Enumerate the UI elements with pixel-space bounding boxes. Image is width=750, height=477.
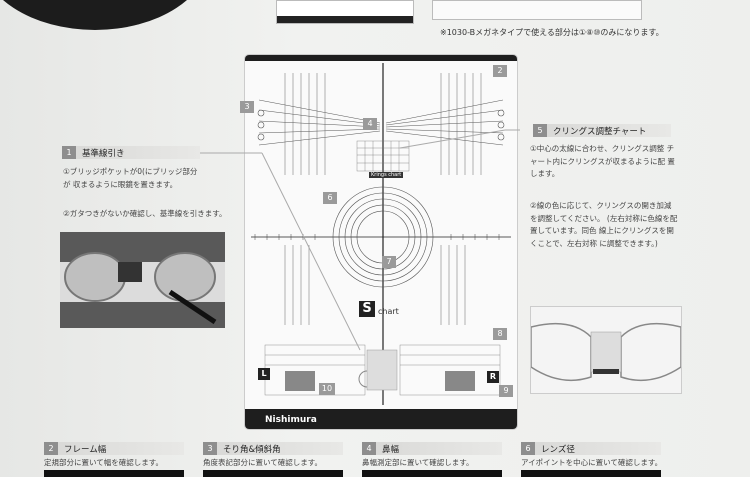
badge-8: 8 <box>493 328 507 340</box>
right-mark: R <box>487 371 499 383</box>
ruler-thumbnail-1 <box>276 0 414 24</box>
badge-7: 7 <box>382 256 396 268</box>
s-chart-text: chart <box>378 307 399 316</box>
section-2-title: フレーム幅 <box>64 444 107 455</box>
s-chart-logo: S <box>359 301 375 317</box>
badge-9: 9 <box>499 385 513 397</box>
section-6-number: 6 <box>521 442 535 455</box>
s-chart-card: Krings chart S chart L R 2 4 6 7 8 9 10 … <box>245 55 517 429</box>
badge-3: 3 <box>240 101 254 113</box>
section-6-image <box>521 470 661 477</box>
section-1-text-2: ②ガタつきがないか確認し、基準線を引きます。 <box>63 209 227 218</box>
section-5-title: クリングス調整チャート <box>553 126 647 137</box>
section-3-label: 3 そり角&傾斜角 <box>203 442 343 455</box>
card-top-band <box>245 55 517 61</box>
section-1-text-1: ①ブリッジポケットが0(にブリッジ部分が 収まるように眼鏡を置きます。 <box>63 167 198 189</box>
card-bottom-band: Nishimura <box>245 409 517 429</box>
brand-name: Nishimura <box>265 415 317 425</box>
glasses-photo-graphic <box>60 252 225 325</box>
section-4-label: 4 鼻幅 <box>362 442 502 455</box>
section-1-label: 1 基準線引き <box>62 146 200 159</box>
krings-photo-graphic <box>531 322 681 382</box>
section-4-title: 鼻幅 <box>382 444 400 455</box>
section-3-number: 3 <box>203 442 217 455</box>
badge-4: 4 <box>363 118 377 130</box>
section-2-image <box>44 470 184 477</box>
section-3-text: 角度表記部分に置いて確認します。 <box>203 458 323 467</box>
section-5-text-1: ①中心の太線に合わせ、クリングス調整 チャート内にクリングスが収まるように配 置… <box>530 144 675 178</box>
section-5-number: 5 <box>533 124 547 137</box>
section-6-text: アイポイントを中心に置いて確認します。 <box>521 458 663 467</box>
section-3-image <box>203 470 343 477</box>
section-1-title: 基準線引き <box>82 148 125 159</box>
section-6-label: 6 レンズ径 <box>521 442 661 455</box>
section-3-title: そり角&傾斜角 <box>223 444 281 455</box>
section-1-photo <box>60 232 225 328</box>
section-5-text-2: ②線の色に応じて、クリングスの開き加減 を調整してください。 (左右対称に色線を… <box>530 201 678 248</box>
section-2-text: 定規部分に置いて幅を確認します。 <box>44 458 164 467</box>
section-4-text: 鼻幅測定部に置いて確認します。 <box>362 458 474 467</box>
krings-chart-label: Krings chart <box>369 172 404 178</box>
section-6-title: レンズ径 <box>541 444 575 455</box>
top-note: ※1030-Bメガネタイプで使える部分は①⑧⑩のみになります。 <box>440 28 664 37</box>
section-5-label: 5 クリングス調整チャート <box>533 124 671 137</box>
badge-10: 10 <box>319 383 335 395</box>
dark-disc-graphic <box>0 0 210 30</box>
section-4-number: 4 <box>362 442 376 455</box>
left-mark: L <box>258 368 270 380</box>
ruler-thumbnail-2 <box>432 0 642 20</box>
badge-2: 2 <box>493 65 507 77</box>
section-2-number: 2 <box>44 442 58 455</box>
section-5-photo <box>530 306 682 394</box>
chart-graphics <box>251 63 511 405</box>
badge-6: 6 <box>323 192 337 204</box>
section-2-label: 2 フレーム幅 <box>44 442 184 455</box>
section-1-number: 1 <box>62 146 76 159</box>
section-4-image <box>362 470 502 477</box>
